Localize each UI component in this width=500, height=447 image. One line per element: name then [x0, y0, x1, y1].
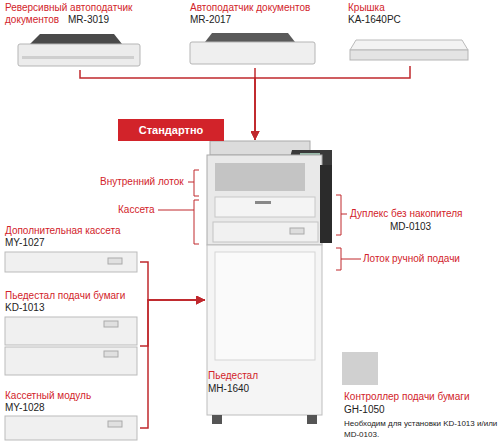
cassette-front [213, 222, 318, 242]
output-tray [215, 163, 305, 191]
cassette-handle [108, 258, 122, 264]
adf-body [190, 42, 315, 64]
copier-body [207, 155, 322, 245]
drawer-image [5, 347, 137, 375]
part-label: GH-1050 [344, 404, 385, 416]
leader-line [336, 248, 361, 270]
cassette-handle [108, 421, 122, 427]
option-box: КрышкаKA-1640PC [345, 2, 475, 66]
part-label: Крышка [348, 2, 385, 14]
connector-arrow [140, 300, 205, 346]
part-label: Внутренний лоток [100, 176, 184, 188]
drawer-image [5, 317, 137, 345]
cassette-handle [290, 228, 304, 234]
wheel [307, 415, 317, 424]
option-box: Внутренний лотокКассетаДуплекс без накоп… [205, 140, 330, 245]
part-label: Стандартно [118, 124, 224, 136]
part-label: MR-3019 [68, 14, 109, 26]
connector-arrow [255, 66, 410, 140]
adf-tray [205, 33, 295, 42]
logo [255, 201, 271, 204]
part-label: KA-1640PC [348, 14, 401, 26]
connector-arrow [140, 300, 205, 428]
option-box: ПьедесталMH-1640 [205, 245, 330, 430]
option-box: Контроллер подачи бумагиGH-1050Необходим… [340, 348, 500, 445]
part-label: Пьедестал подачи бумаги [5, 290, 125, 302]
part-label: MY-1027 [5, 237, 45, 249]
part-label: Лоток ручной подачи [363, 253, 460, 265]
pedestal-door [215, 252, 315, 360]
front-panel [215, 197, 315, 217]
part-label: KD-1013 [5, 302, 44, 314]
adf-body [18, 44, 140, 66]
option-box: Кассетный модульMY-1028 [5, 390, 140, 442]
part-label: Дополнительная кассета [5, 225, 121, 237]
part-label: Контроллер подачи бумаги [344, 391, 470, 403]
connector-arrow [80, 70, 255, 140]
part-label: MH-1640 [208, 383, 249, 395]
part-label: Кассетный модуль [5, 390, 91, 402]
part-label: Дуплекс без накопителя [350, 208, 462, 220]
part-label: MR-2017 [190, 14, 231, 26]
cover-body [350, 50, 468, 60]
controller-image [342, 352, 378, 385]
part-label: Необходим для установки KD-1013 и/или MD… [344, 418, 500, 440]
leader-line [158, 200, 199, 244]
leader-line [336, 195, 347, 235]
drawer-handle [104, 321, 118, 327]
adf-line [22, 56, 134, 59]
wheel [212, 415, 222, 424]
option-box: Дополнительная кассетаMY-1027 [5, 225, 140, 275]
adf-tray [30, 34, 122, 44]
drawer-handle [104, 351, 118, 357]
option-box: Пьедестал подачи бумагиKD-1013 [5, 290, 140, 378]
cover-top [350, 40, 468, 50]
option-box: Реверсивный автоподатчик документовMR-30… [5, 2, 155, 70]
part-label: Пьедестал [208, 370, 258, 382]
connector-arrow [140, 262, 205, 300]
pedestal-body [207, 245, 322, 415]
cassette-image [5, 252, 137, 272]
cassette-image [5, 416, 137, 440]
part-label: Автоподатчик документов [190, 2, 310, 14]
option-box: Автоподатчик документовMR-2017 [190, 2, 320, 68]
option-box: Стандартно [118, 119, 224, 141]
part-label: Кассета [118, 204, 155, 216]
part-label: MY-1028 [5, 402, 45, 414]
part-label: MD-0103 [390, 221, 431, 233]
leader-line [188, 170, 199, 196]
side-panel [320, 165, 332, 243]
